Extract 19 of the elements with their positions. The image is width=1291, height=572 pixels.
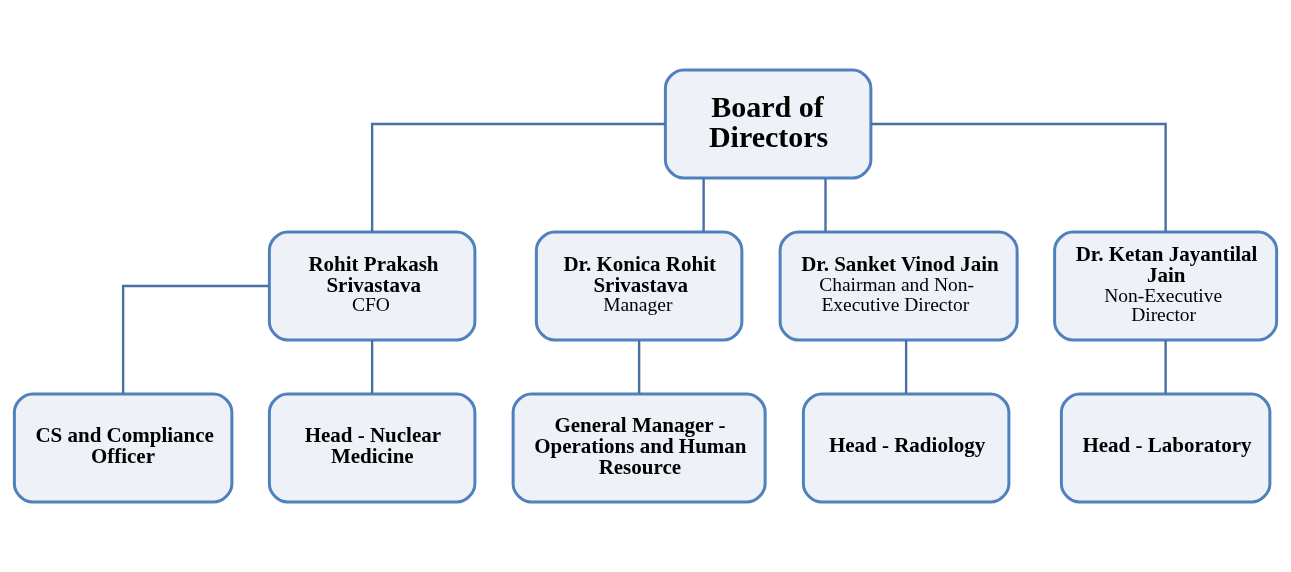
connector — [904, 340, 908, 394]
node-box: Rohit Prakash Srivastava CFO — [267, 230, 477, 342]
connector — [871, 122, 1167, 232]
node-box: Dr. Sanket Vinod Jain Chairman and Non-Executive Director — [778, 230, 1019, 342]
node-box: CS and Compliance Officer — [12, 392, 234, 504]
connector — [370, 122, 666, 232]
connector — [702, 178, 705, 232]
node-box: Dr. Konica Rohit Srivastava Manager — [534, 230, 744, 342]
node-box: Dr. Ketan Jayantilal Jain Non-Executive Director — [1053, 230, 1279, 342]
connector — [121, 284, 269, 394]
node-box: Head - Nuclear Medicine — [267, 392, 477, 504]
node-box: Head - Laboratory — [1059, 392, 1272, 504]
connector — [824, 178, 827, 232]
connector — [1164, 340, 1167, 394]
node-box: Head - Radiology — [801, 392, 1011, 504]
node-box: Board of Directors — [663, 68, 873, 180]
node-box: General Manager - Operations and Human Resource — [511, 392, 767, 504]
connector — [370, 340, 374, 394]
connector — [637, 340, 641, 394]
